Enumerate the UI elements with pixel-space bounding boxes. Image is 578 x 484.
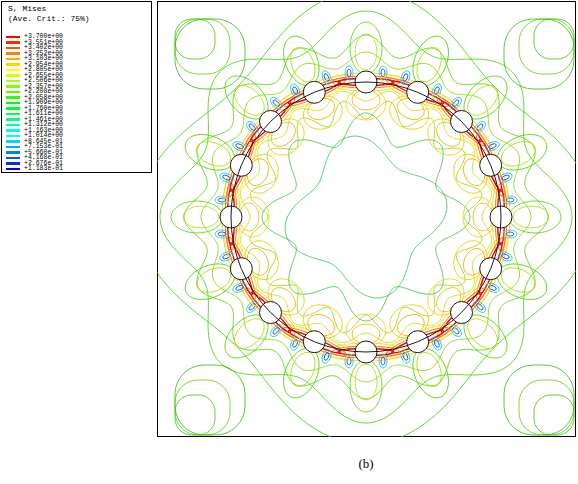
legend-swatch (6, 47, 20, 50)
legend-swatch (6, 146, 20, 149)
legend-swatch (6, 129, 20, 132)
legend-swatch (6, 63, 20, 66)
legend-swatch (6, 96, 20, 99)
legend-swatch (6, 41, 20, 44)
legend-swatch (6, 58, 20, 61)
legend-swatch (6, 151, 20, 154)
legend-swatch (6, 124, 20, 127)
legend-swatch (6, 118, 20, 121)
legend-swatch (6, 91, 20, 94)
legend-swatch (6, 135, 20, 138)
legend-swatch (6, 140, 20, 143)
legend-swatch (6, 168, 20, 171)
legend-swatch (6, 113, 20, 116)
stress-contours (157, 1, 576, 437)
legend-swatch (6, 80, 20, 83)
legend-frame (2, 2, 152, 173)
legend-swatch (6, 157, 20, 160)
legend-swatch (6, 162, 20, 165)
legend-swatch (6, 107, 20, 110)
legend-heading: (Ave. Crit.: 75%) (8, 15, 90, 23)
legend-swatch (6, 52, 20, 55)
legend-swatch (6, 69, 20, 72)
plot-frame (158, 2, 576, 437)
legend-heading: S, Mises (8, 5, 46, 13)
figure-caption: (b) (358, 457, 373, 470)
legend-swatch (6, 74, 20, 77)
legend-swatch (6, 102, 20, 105)
legend-swatch (6, 85, 20, 88)
legend-value: +1.183e-01 (24, 166, 63, 173)
legend-swatch (6, 36, 20, 39)
